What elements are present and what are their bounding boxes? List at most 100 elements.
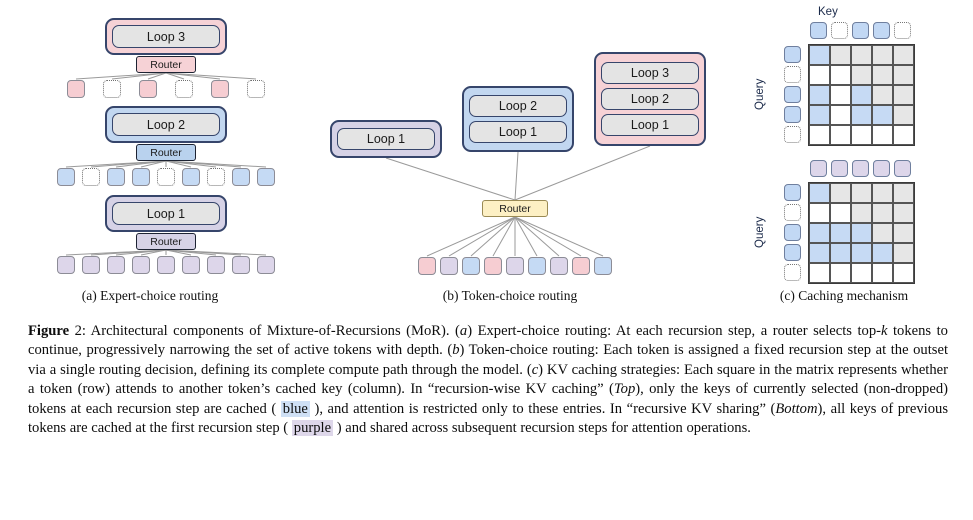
token-pink-2[interactable] [139, 80, 157, 98]
token-input-2[interactable] [462, 257, 480, 275]
query-token-0[interactable] [784, 46, 801, 63]
token-input-8[interactable] [594, 257, 612, 275]
loop3-wrapper: Loop 3 [105, 18, 227, 55]
token-blue-2[interactable] [107, 168, 125, 186]
matrix-cell [851, 263, 872, 283]
token-purple-3[interactable] [132, 256, 150, 274]
caption-figure-label: Figure [28, 323, 70, 339]
edge-a-1-6 [165, 160, 217, 168]
matrix-cell [872, 263, 893, 283]
token-purple-4[interactable] [157, 256, 175, 274]
edge-a-0-1 [111, 72, 167, 80]
token-blue-7[interactable] [232, 168, 250, 186]
token-purple-7[interactable] [232, 256, 250, 274]
query-token-4[interactable] [784, 126, 801, 143]
key-token-2[interactable] [852, 160, 869, 177]
query-token-3[interactable] [784, 106, 801, 123]
query-token-2[interactable] [784, 224, 801, 241]
key-token-0[interactable] [810, 22, 827, 39]
matrix-cell [893, 45, 914, 65]
token-blue-1[interactable] [82, 168, 100, 186]
token-blue-0[interactable] [57, 168, 75, 186]
token-pink-5[interactable] [247, 80, 265, 98]
query-token-0[interactable] [784, 184, 801, 201]
matrix-cell [893, 243, 914, 263]
key-token-1[interactable] [831, 160, 848, 177]
matrix-cell [809, 263, 830, 283]
token-purple-0[interactable] [57, 256, 75, 274]
edge-a-1-1 [90, 160, 167, 168]
router-token-choice[interactable]: Router [482, 200, 548, 217]
matrix-cell [893, 223, 914, 243]
edge-a-1-3 [140, 160, 167, 168]
edge-b-tok-1 [448, 216, 516, 257]
edge-a-1-5 [165, 160, 192, 168]
matrix-cell [830, 85, 851, 105]
edge-b-tok-5 [514, 216, 538, 257]
token-purple-8[interactable] [257, 256, 275, 274]
router-loop1[interactable]: Router [136, 233, 196, 250]
edge-a-0-3 [165, 72, 185, 80]
token-blue-6[interactable] [207, 168, 225, 186]
token-purple-5[interactable] [182, 256, 200, 274]
caption-marker-b: b [452, 342, 460, 359]
edge-a-2-1 [90, 249, 167, 256]
token-purple-1[interactable] [82, 256, 100, 274]
edge-b-tok-2 [470, 216, 516, 257]
token-blue-3[interactable] [132, 168, 150, 186]
edge-a-0-5 [165, 72, 257, 80]
query-token-1[interactable] [784, 66, 801, 83]
query-token-4[interactable] [784, 264, 801, 281]
token-pink-0[interactable] [67, 80, 85, 98]
key-token-4[interactable] [894, 160, 911, 177]
query-token-2[interactable] [784, 86, 801, 103]
panel-b-subcaption: (b) Token-choice routing [442, 288, 578, 303]
token-blue-8[interactable] [257, 168, 275, 186]
token-blue-5[interactable] [182, 168, 200, 186]
bottom-matrix-recursive-kv-sharing [808, 182, 915, 284]
key-token-3[interactable] [873, 160, 890, 177]
query-token-1[interactable] [784, 204, 801, 221]
key-token-3[interactable] [873, 22, 890, 39]
token-pink-3[interactable] [175, 80, 193, 98]
key-token-0[interactable] [810, 160, 827, 177]
query-token-3[interactable] [784, 244, 801, 261]
token-input-6[interactable] [550, 257, 568, 275]
caption-text-1: : Architectural components of Mixture-of… [81, 323, 460, 339]
token-input-7[interactable] [572, 257, 590, 275]
router-loop3[interactable]: Router [136, 56, 196, 73]
key-token-2[interactable] [852, 22, 869, 39]
query-axis-label-top: Query [754, 78, 766, 110]
path-pink-loop-3-box: Loop 3 [601, 62, 699, 84]
router-loop2[interactable]: Router [136, 144, 196, 161]
token-pink-4[interactable] [211, 80, 229, 98]
edge-b-path-1 [514, 151, 519, 201]
token-blue-4[interactable] [157, 168, 175, 186]
edge-a-2-0 [65, 249, 167, 256]
panel-caching-mechanism: Key Query Query (c) Caching mechanism [720, 0, 973, 303]
path-blue-loop-1-box: Loop 1 [469, 121, 567, 143]
token-input-1[interactable] [440, 257, 458, 275]
token-purple-2[interactable] [107, 256, 125, 274]
key-token-4[interactable] [894, 22, 911, 39]
token-input-5[interactable] [528, 257, 546, 275]
matrix-cell [851, 243, 872, 263]
key-token-1[interactable] [831, 22, 848, 39]
caption-marker-bottom: Bottom [775, 400, 818, 417]
path-purple-loop-1-box: Loop 1 [337, 128, 435, 150]
matrix-cell [893, 85, 914, 105]
matrix-cell [809, 243, 830, 263]
caption-text-5: ) KV caching strategies: Each square in … [28, 361, 948, 398]
token-purple-6[interactable] [207, 256, 225, 274]
token-pink-1[interactable] [103, 80, 121, 98]
matrix-cell [809, 183, 830, 203]
caption-symbol-k: k [881, 323, 888, 339]
edge-a-2-5 [165, 249, 192, 256]
token-input-0[interactable] [418, 257, 436, 275]
matrix-cell [809, 45, 830, 65]
edge-b-path-2 [514, 145, 651, 201]
token-input-4[interactable] [506, 257, 524, 275]
token-input-3[interactable] [484, 257, 502, 275]
